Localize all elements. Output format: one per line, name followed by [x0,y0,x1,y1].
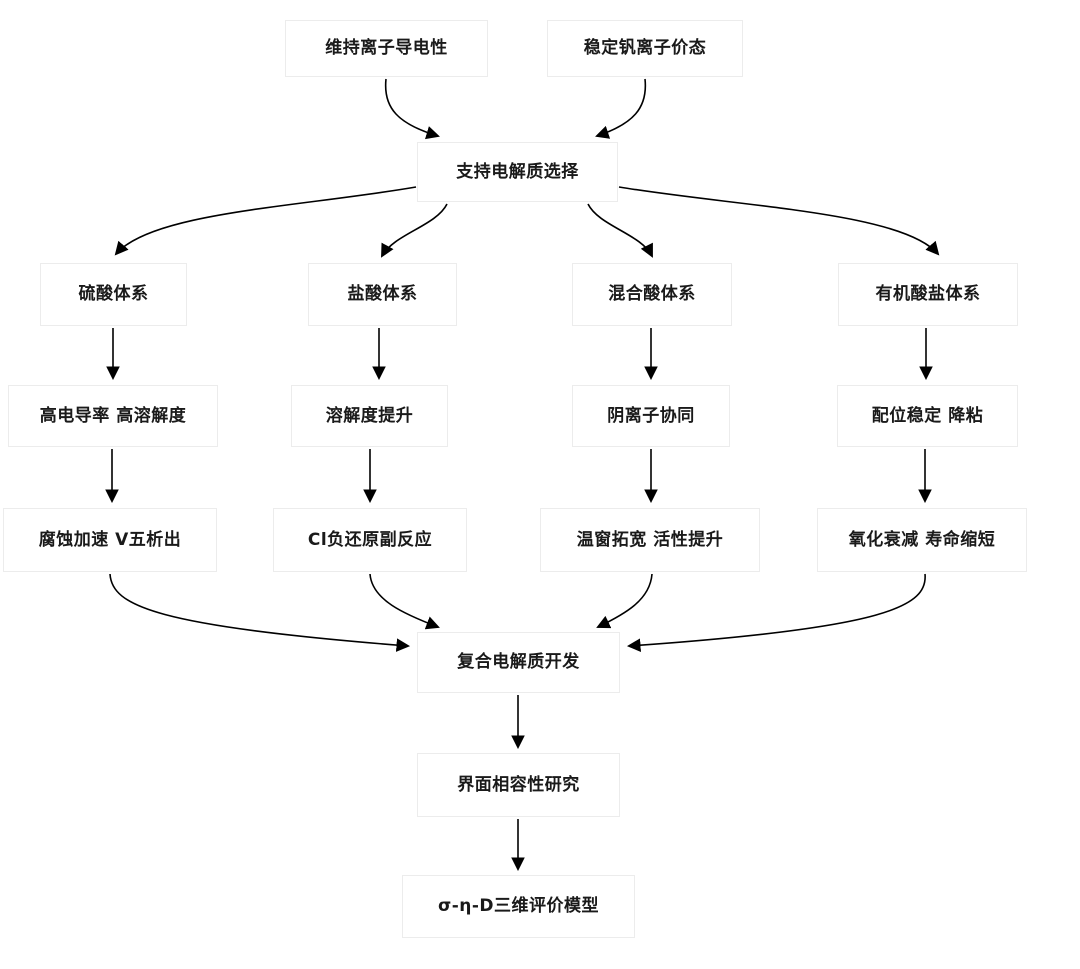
node-anion-synergy: 阴离子协同 [572,385,730,447]
node-organic-acid-salt-system: 有机酸盐体系 [838,263,1018,326]
node-high-conductivity-high-solubility: 高电导率 高溶解度 [8,385,218,447]
node-oxidation-decay-lifetime-shortening: 氧化衰减 寿命缩短 [817,508,1027,572]
edge-issue3-to-composite [596,573,653,629]
edge-stabilize-to-selection [595,78,647,139]
node-hydrochloric-acid-system: 盐酸体系 [308,263,457,326]
edge-selection-to-mixed [587,203,653,258]
node-coordination-stable-viscosity-reduction: 配位稳定 降粘 [837,385,1018,447]
node-solubility-improvement: 溶解度提升 [291,385,448,447]
node-temp-window-widening-activity-improvement: 温窗拓宽 活性提升 [540,508,760,572]
edge-issue2-to-composite [369,573,440,630]
node-sigma-eta-d-model: σ-η-D三维评价模型 [402,875,635,938]
node-supporting-electrolyte-selection: 支持电解质选择 [417,142,618,202]
node-corrosion-acceleration-v5-precipitation: 腐蚀加速 V五析出 [3,508,217,572]
node-maintain-ionic-conductivity: 维持离子导电性 [285,20,488,77]
node-mixed-acid-system: 混合酸体系 [572,263,732,326]
node-sulfuric-acid-system: 硫酸体系 [40,263,187,326]
edge-selection-to-sulfuric [114,186,417,256]
edge-issue4-to-composite [626,573,926,652]
edge-selection-to-organic [618,186,940,256]
edge-selection-to-hydrochloric [381,203,448,258]
node-interface-compatibility-research: 界面相容性研究 [417,753,620,817]
node-stabilize-vanadium-valence: 稳定钒离子价态 [547,20,743,77]
edge-issue1-to-composite [109,573,411,652]
node-cl-reduction-side-reaction: Cl负还原副反应 [273,508,467,572]
node-composite-electrolyte-development: 复合电解质开发 [417,632,620,693]
edge-maintain-to-selection [384,78,440,140]
